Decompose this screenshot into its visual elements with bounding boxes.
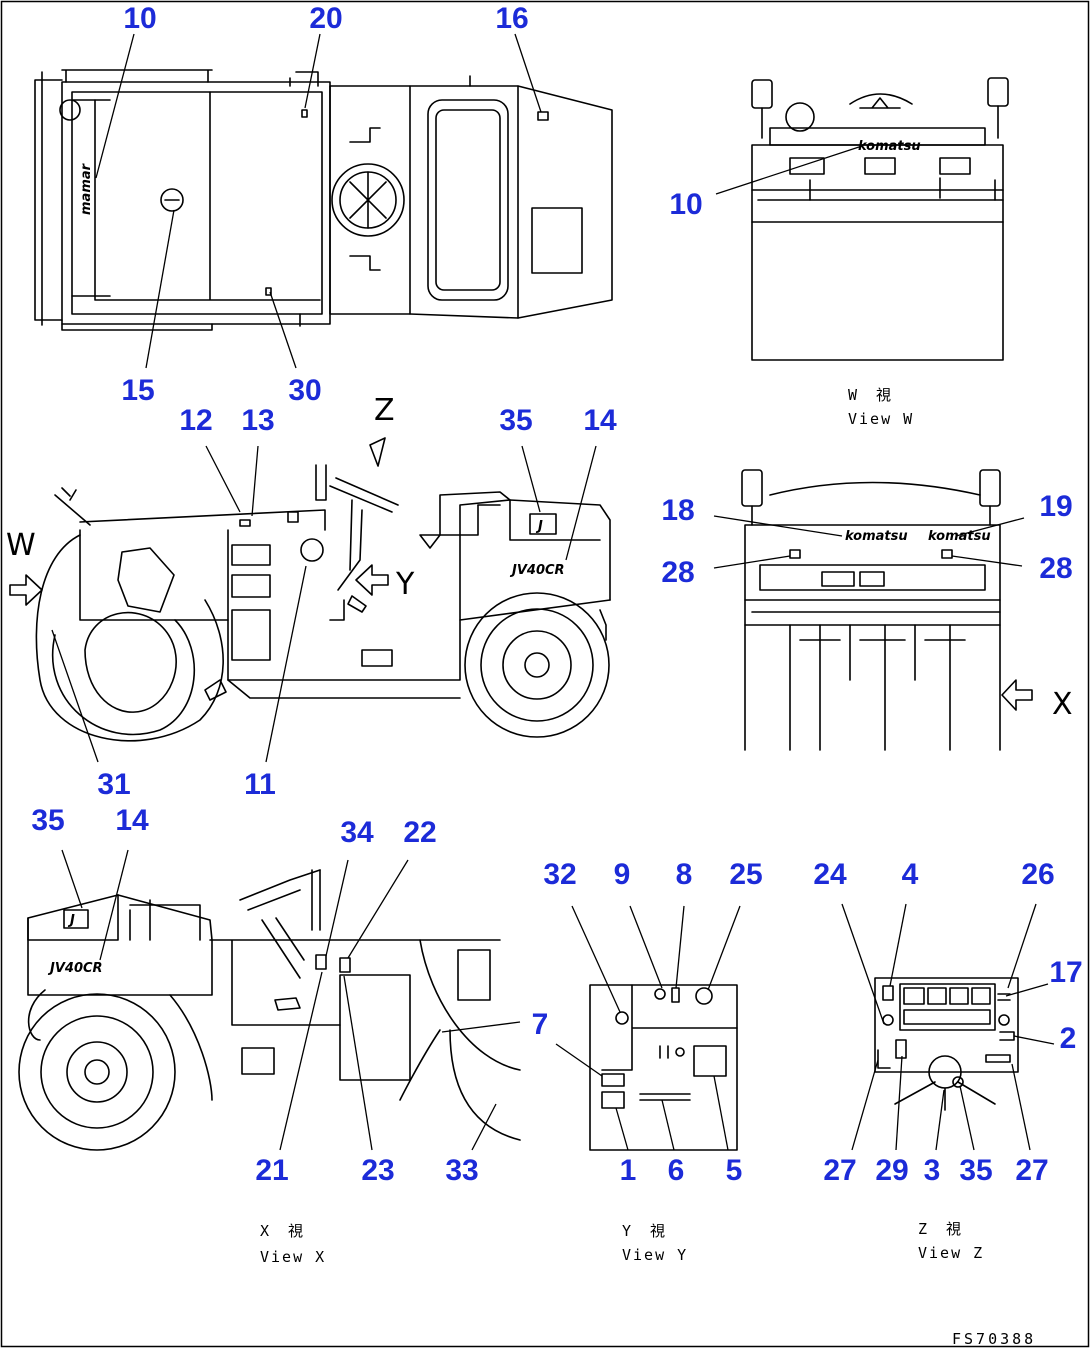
view-w: komatsu 10 W 視 View W (669, 77, 1009, 428)
view-y: 32 9 8 25 1 6 5 Y 視 View Y (543, 858, 762, 1264)
callout-label: 3 (924, 1154, 941, 1187)
direction-y: Y (395, 567, 415, 602)
callout-label: 4 (902, 858, 919, 891)
callout-label: 5 (726, 1154, 743, 1187)
callout-label: 7 (532, 1008, 549, 1041)
view-y-caption-jp: Y 視 (622, 1222, 667, 1240)
callout-label: 1 (620, 1154, 637, 1187)
callout-label: 35 (959, 1154, 992, 1187)
svg-text:J: J (67, 913, 75, 928)
callout-label: 34 (340, 816, 374, 849)
callout-label: 12 (179, 404, 212, 437)
callout-label: 28 (1039, 552, 1072, 585)
view-x-rear: X komatsu komatsu 18 19 28 28 (661, 469, 1073, 751)
callout-label: 8 (676, 858, 693, 891)
callout-label: 23 (361, 1154, 394, 1187)
callout-label: 32 (543, 858, 576, 891)
top-view: mamar (34, 69, 613, 331)
callout-label: 29 (875, 1154, 908, 1187)
callout-label: 2 (1060, 1022, 1077, 1055)
svg-text:komatsu: komatsu (928, 529, 991, 544)
view-w-caption-jp: W 視 (848, 386, 893, 404)
callout-label: 18 (661, 494, 694, 527)
view-x-caption-jp: X 視 (260, 1222, 305, 1240)
callout-label: 10 (123, 2, 156, 35)
top-view-callouts: 10 20 16 15 30 (95, 2, 542, 407)
svg-text:komatsu: komatsu (858, 139, 921, 154)
view-z: 24 4 26 17 2 27 29 3 35 27 Z 視 View Z (813, 858, 1082, 1262)
callout-label: 17 (1049, 956, 1082, 989)
callout-label: 22 (403, 816, 436, 849)
callout-label: 26 (1021, 858, 1054, 891)
callout-label: 21 (255, 1154, 288, 1187)
callout-label: 30 (288, 374, 321, 407)
model-decal: JV40CR (509, 563, 565, 578)
drawing-number: FS70388 (952, 1330, 1036, 1348)
view-z-caption-jp: Z 視 (918, 1220, 963, 1238)
svg-text:mamar: mamar (79, 162, 94, 215)
callout-label: 19 (1039, 490, 1072, 523)
direction-w: W (6, 528, 36, 563)
callout-label: 14 (115, 804, 149, 837)
callout-label: 6 (668, 1154, 685, 1187)
view-y-caption: View Y (622, 1246, 688, 1264)
callout-label: 35 (31, 804, 64, 837)
side-view-callouts: 12 13 35 14 31 11 (51, 404, 617, 801)
view-z-caption: View Z (918, 1244, 984, 1262)
callout-label: 10 (669, 188, 702, 221)
callout-label: 20 (309, 2, 342, 35)
callout-label: 31 (97, 768, 130, 801)
callout-label: 25 (729, 858, 762, 891)
callout-label: 11 (244, 768, 276, 801)
callout-label: 33 (445, 1154, 478, 1187)
model-decal-x: JV40CR (47, 961, 103, 976)
view-w-caption: View W (848, 410, 914, 428)
callout-label: 9 (614, 858, 631, 891)
direction-z: Z (374, 393, 395, 428)
callout-label: 14 (583, 404, 617, 437)
view-x-caption: View X (260, 1248, 326, 1266)
callout-label: 15 (121, 374, 154, 407)
callout-label: 13 (241, 404, 274, 437)
callout-label: 28 (661, 556, 694, 589)
callout-label: 24 (813, 858, 847, 891)
direction-x: X (1052, 687, 1073, 722)
callout-label: 35 (499, 404, 532, 437)
logo-decal: J (535, 519, 543, 534)
svg-text:komatsu: komatsu (845, 529, 908, 544)
callout-label: 27 (823, 1154, 856, 1187)
callout-label: 16 (495, 2, 528, 35)
view-x: J JV40CR 35 14 34 22 7 21 23 33 X 視 View… (18, 804, 549, 1266)
side-view: J JV40CR W Y Z (6, 393, 611, 742)
callout-label: 27 (1015, 1154, 1048, 1187)
